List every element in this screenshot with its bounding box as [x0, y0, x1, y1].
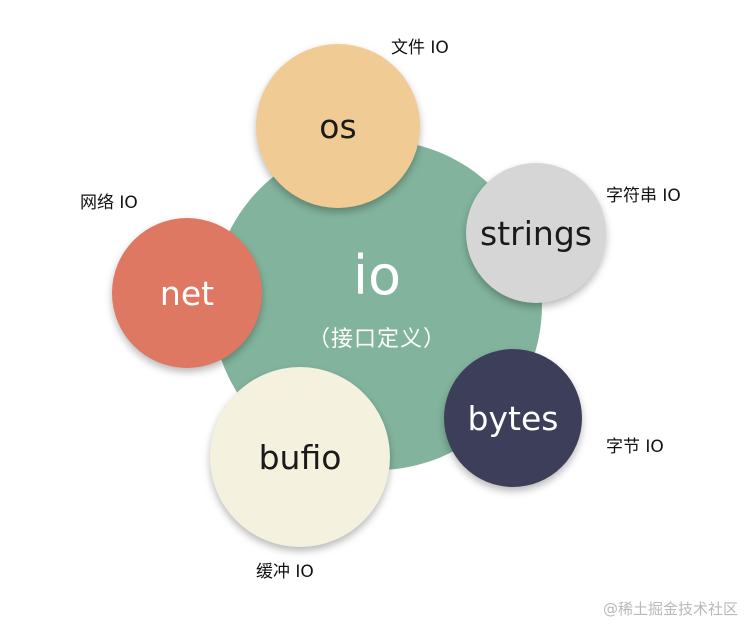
bufio-node: bufio — [210, 367, 390, 547]
io-center-title: io — [352, 244, 402, 307]
net-node-label: net — [159, 273, 215, 313]
bytes-node-label: bytes — [467, 398, 559, 438]
os-node-label: os — [319, 106, 357, 146]
os-node: os — [256, 44, 420, 208]
os-caption: 文件 IO — [391, 38, 449, 58]
strings-node-label: strings — [480, 213, 592, 253]
net-node: net — [112, 218, 262, 368]
io-center-subtitle: （接口定义） — [307, 327, 446, 352]
strings-node: strings — [466, 163, 606, 303]
watermark: @稀土掘金技术社区 — [602, 600, 738, 618]
strings-caption: 字符串 IO — [606, 186, 681, 206]
bytes-caption: 字节 IO — [606, 437, 664, 457]
bufio-node-label: bufio — [258, 437, 342, 477]
bufio-caption: 缓冲 IO — [256, 562, 314, 582]
bytes-node: bytes — [444, 349, 582, 487]
net-caption: 网络 IO — [80, 193, 138, 213]
